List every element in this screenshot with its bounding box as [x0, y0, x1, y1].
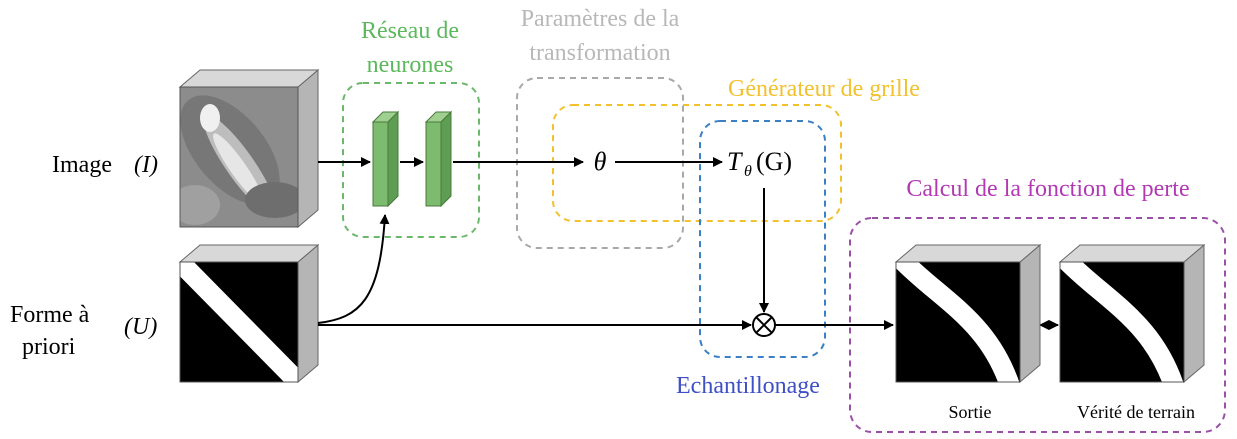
image-symbol: (I)	[134, 152, 158, 178]
multiply-icon	[752, 313, 776, 337]
calcul-label: Calcul de la fonction de perte	[906, 176, 1189, 202]
echantillonage-label: Echantillonage	[676, 373, 820, 399]
generateur-label: Générateur de grille	[728, 76, 920, 102]
params-label-line1: Paramètres de la	[521, 6, 680, 32]
input-image	[180, 87, 298, 227]
reseau-label-line1: Réseau de	[361, 18, 459, 44]
network-layer-2	[424, 110, 453, 208]
generateur-box	[552, 104, 842, 222]
input-image-cube	[178, 68, 320, 229]
reseau-label-line2: neurones	[367, 52, 454, 78]
ground-truth-cube	[1058, 243, 1206, 384]
output-cube	[894, 243, 1042, 384]
forme-symbol: (U)	[124, 314, 157, 340]
forme-label-line1: Forme à	[10, 302, 90, 328]
sortie-label: Sortie	[949, 402, 992, 422]
reseau-box	[342, 82, 480, 238]
transform-sub: θ	[744, 163, 752, 180]
arrow-shape-to-network	[317, 214, 390, 324]
arrows	[317, 157, 1059, 330]
transform-expression: T θ (G)	[727, 147, 792, 180]
network-layer-1	[371, 110, 400, 208]
transform-T: T	[727, 147, 743, 176]
echantillonage-box	[699, 120, 826, 358]
image-label: Image	[52, 152, 112, 178]
transform-arg: (G)	[756, 147, 792, 176]
calcul-box	[849, 217, 1226, 433]
forme-label-line2: priori	[22, 334, 76, 360]
verite-label: Vérité de terrain	[1077, 402, 1195, 422]
shape-prior-cube	[178, 243, 320, 384]
params-label-line2: transformation	[529, 40, 670, 66]
theta-symbol: θ	[594, 147, 607, 176]
